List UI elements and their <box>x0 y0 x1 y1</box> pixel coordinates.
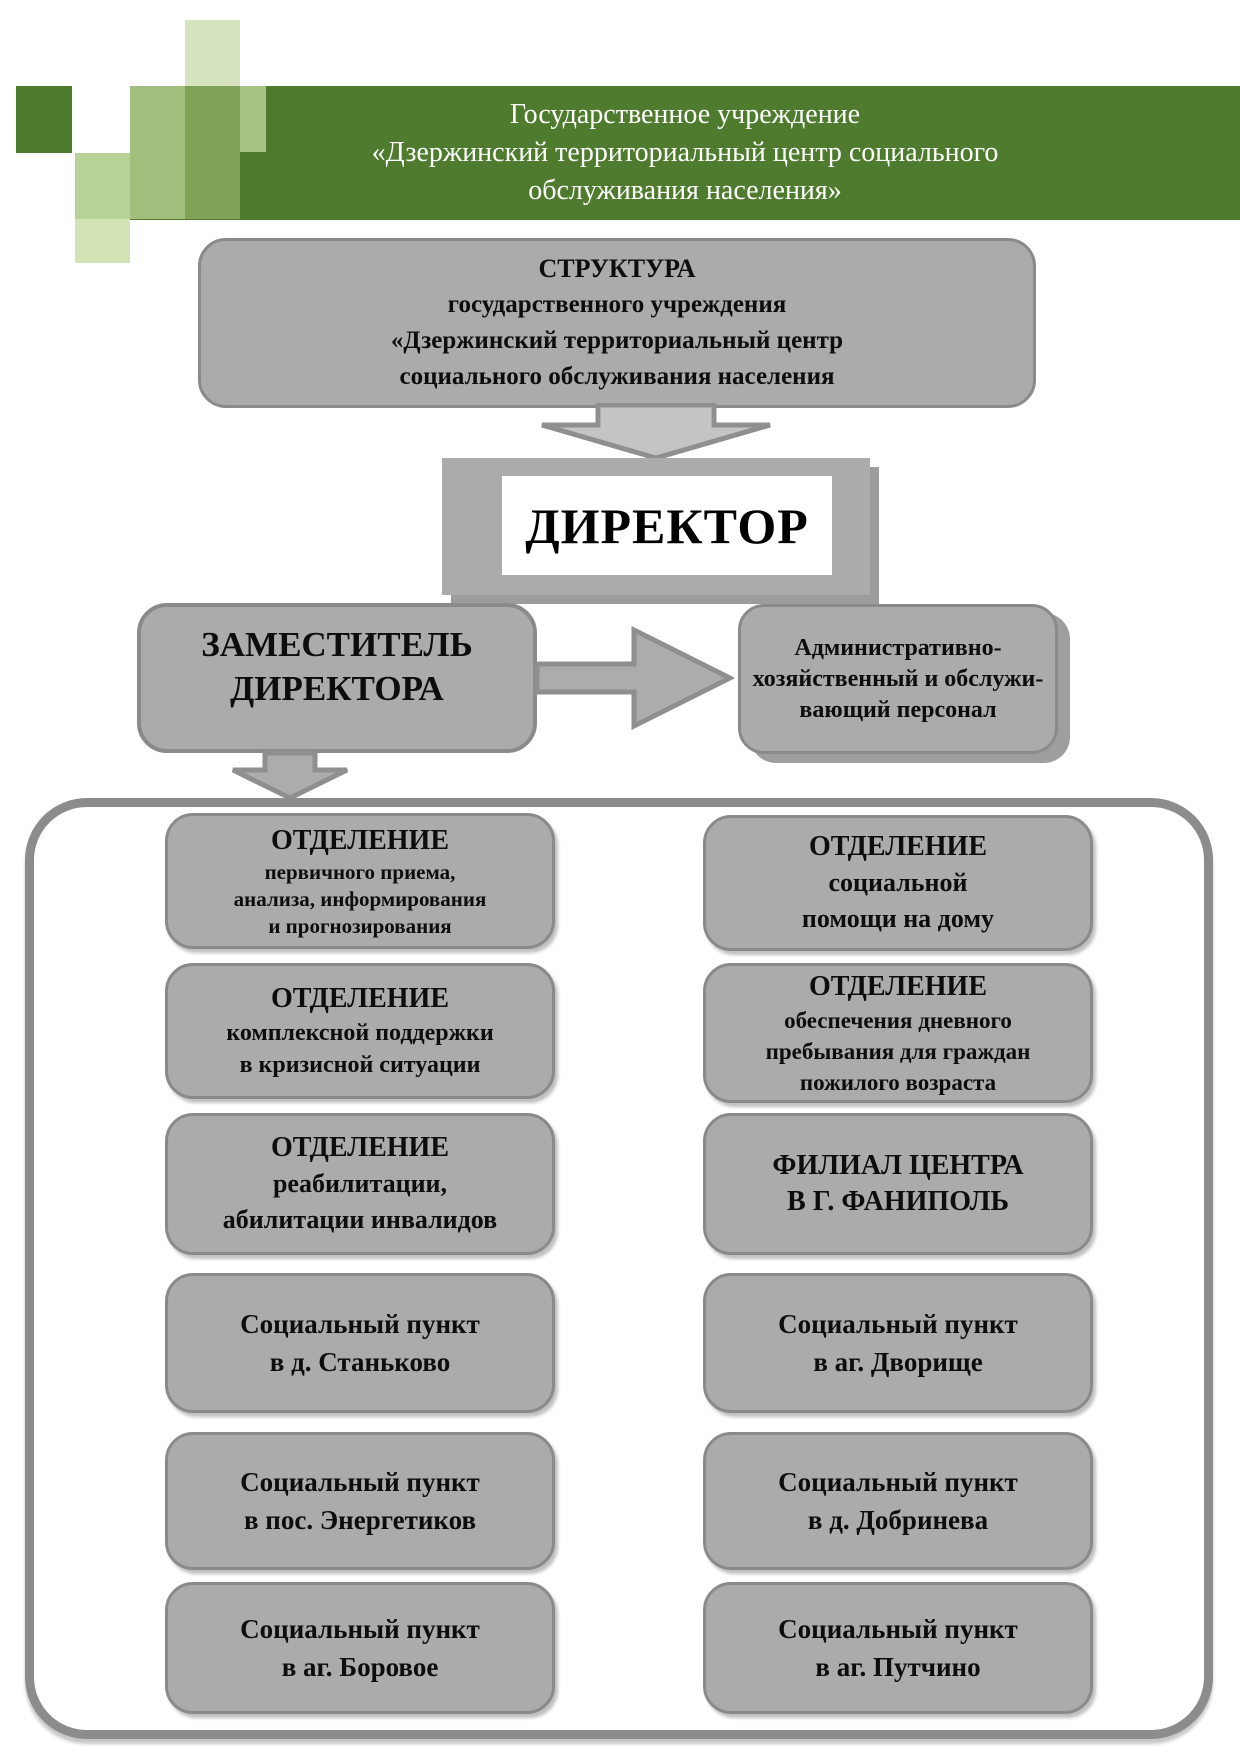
banner-line: обслуживания населения» <box>528 175 842 206</box>
decor-square <box>240 86 266 152</box>
banner-line: «Дзержинский территориальный центр социа… <box>371 137 999 168</box>
dept-title: ОТДЕЛЕНИЕ <box>808 970 988 1002</box>
decor-square <box>75 219 130 263</box>
admin-line: вающий персонал <box>799 696 997 723</box>
dept-line: в аг. Путчино <box>815 1652 981 1682</box>
decor-square <box>130 86 185 219</box>
structure-line: социального обслуживания населения <box>399 363 835 390</box>
dept-title: ОТДЕЛЕНИЕ <box>270 983 450 1014</box>
dept-line: и прогнозирования <box>268 913 452 938</box>
social-point-dvorishche: Социальный пункт в аг. Дворище <box>703 1273 1093 1413</box>
dept-line: Социальный пункт <box>240 1467 480 1497</box>
dept-title: ОТДЕЛЕНИЕ <box>270 824 450 856</box>
banner-line: Государственное учреждение <box>509 99 861 130</box>
dept-title: ФИЛИАЛ ЦЕНТРА <box>772 1150 1024 1181</box>
deputy-director-box: ЗАМЕСТИТЕЛЬ ДИРЕКТОРА <box>137 603 537 753</box>
structure-header-box: СТРУКТУРА государственного учреждения «Д… <box>198 238 1036 408</box>
admin-staff-box: Административно- хозяйственный и обслужи… <box>738 604 1058 754</box>
social-point-energetikov: Социальный пункт в пос. Энергетиков <box>165 1432 555 1570</box>
dept-line: Социальный пункт <box>778 1467 1018 1497</box>
decor-square <box>75 153 130 219</box>
dept-line: комплексной поддержки <box>226 1020 494 1046</box>
admin-line: хозяйственный и обслужи- <box>752 665 1044 692</box>
structure-line: государственного учреждения <box>447 291 787 318</box>
dept-line: помощи на дому <box>801 904 995 933</box>
dept-line: социальной <box>828 868 968 897</box>
director-box: ДИРЕКТОР <box>442 458 870 595</box>
dept-line: в д. Станьково <box>269 1347 451 1377</box>
dept-line: в пос. Энергетиков <box>243 1505 477 1535</box>
deputy-line: ДИРЕКТОРА <box>230 669 444 708</box>
dept-box-rehabilitation: ОТДЕЛЕНИЕ реабилитации, абилитации инвал… <box>165 1113 555 1255</box>
dept-line: Социальный пункт <box>240 1309 480 1339</box>
social-point-borovoe: Социальный пункт в аг. Боровое <box>165 1582 555 1714</box>
social-point-stankovo: Социальный пункт в д. Станьково <box>165 1273 555 1413</box>
arrow-down-icon <box>231 750 349 801</box>
branch-fanipol: ФИЛИАЛ ЦЕНТРА В Г. ФАНИПОЛЬ <box>703 1113 1093 1255</box>
decor-square <box>185 86 240 219</box>
dept-box-home-help: ОТДЕЛЕНИЕ социальной помощи на дому <box>703 815 1093 951</box>
dept-line: анализа, информирования <box>233 886 487 911</box>
dept-line: в д. Добринева <box>807 1505 989 1535</box>
dept-title: ОТДЕЛЕНИЕ <box>270 1132 450 1163</box>
dept-box-primary-reception: ОТДЕЛЕНИЕ первичного приема, анализа, ин… <box>165 813 555 949</box>
dept-title: ОТДЕЛЕНИЕ <box>808 831 988 862</box>
dept-line: Социальный пункт <box>778 1309 1018 1339</box>
dept-line: пребывания для граждан <box>765 1038 1031 1064</box>
arrow-down-icon <box>541 403 771 461</box>
dept-line: В Г. ФАНИПОЛЬ <box>787 1186 1009 1217</box>
arrow-right-icon <box>534 626 734 730</box>
dept-box-day-care: ОТДЕЛЕНИЕ обеспечения дневного пребывани… <box>703 963 1093 1103</box>
social-point-putchino: Социальный пункт в аг. Путчино <box>703 1582 1093 1714</box>
dept-line: обеспечения дневного <box>784 1007 1012 1033</box>
dept-line: Социальный пункт <box>240 1614 480 1644</box>
dept-line: абилитации инвалидов <box>222 1205 498 1234</box>
deputy-line: ЗАМЕСТИТЕЛЬ <box>201 625 473 664</box>
decor-square <box>185 20 240 86</box>
title-banner: Государственное учреждение «Дзержинский … <box>130 86 1240 220</box>
dept-line: в аг. Дворище <box>813 1347 983 1377</box>
director-label: ДИРЕКТОР <box>502 476 832 575</box>
dept-line: первичного приема, <box>264 859 456 884</box>
social-point-dobrineva: Социальный пункт в д. Добринева <box>703 1432 1093 1570</box>
dept-line: Социальный пункт <box>778 1614 1018 1644</box>
dept-line: в аг. Боровое <box>281 1652 439 1682</box>
structure-title: СТРУКТУРА <box>538 254 696 283</box>
dept-line: в кризисной ситуации <box>239 1052 481 1078</box>
structure-line: «Дзержинский территориальный центр <box>390 327 844 354</box>
dept-line: пожилого возраста <box>799 1069 997 1095</box>
decor-square <box>16 86 72 153</box>
dept-line: реабилитации, <box>272 1169 448 1198</box>
admin-line: Административно- <box>794 634 1002 661</box>
dept-box-complex-support: ОТДЕЛЕНИЕ комплексной поддержки в кризис… <box>165 963 555 1099</box>
